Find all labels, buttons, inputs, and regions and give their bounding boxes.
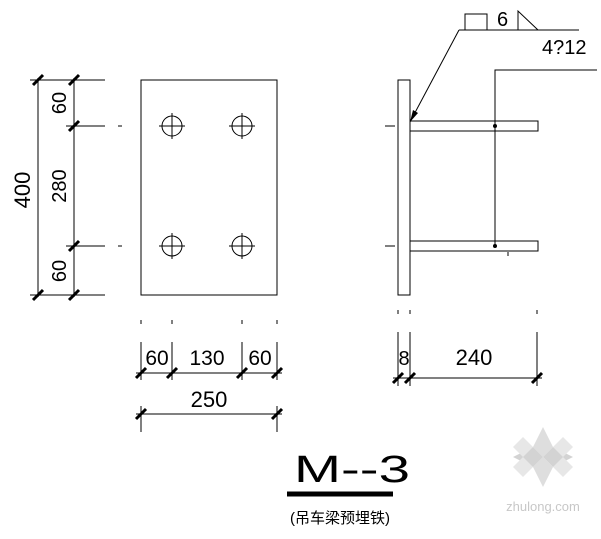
dim-total-width: 250 (191, 387, 228, 412)
anchor-bar (409, 120, 539, 132)
bolt-hole (159, 113, 185, 139)
horizontal-dimension-chain (134, 320, 284, 432)
dim-left-edge: 60 (145, 347, 168, 370)
drawing-title: M--3 (294, 449, 410, 491)
dim-right-edge: 60 (248, 347, 271, 370)
anchor-leader (494, 69, 597, 126)
watermark-logo-icon (513, 427, 573, 487)
watermark-text: zhulong.com (506, 499, 580, 514)
side-plate (397, 79, 411, 296)
bolt-hole (229, 113, 255, 139)
plan-view: 400 60 280 60 60 130 60 250 (10, 73, 284, 432)
side-view: 4?12 6 8 240 (385, 9, 597, 386)
dim-bottom-edge: 60 (49, 260, 71, 282)
plate-outline (140, 79, 278, 296)
anchor-label: 4?12 (542, 37, 587, 59)
title-block: M--3 (吊车梁预埋铁) (287, 449, 410, 527)
dim-bolt-spacing-horizontal: 130 (189, 347, 224, 370)
vertical-dimension-chain (30, 73, 122, 302)
dim-total-height: 400 (10, 172, 35, 209)
side-dimension-chain (391, 310, 544, 386)
drawing-subtitle: (吊车梁预埋铁) (290, 510, 390, 527)
bolt-hole (229, 233, 255, 259)
weld-symbol (409, 9, 579, 123)
dim-plate-thickness: 8 (398, 348, 409, 370)
weld-size: 6 (497, 9, 508, 31)
dim-bolt-spacing-vertical: 280 (49, 169, 71, 202)
watermark: zhulong.com (506, 427, 580, 514)
dim-anchor-length: 240 (456, 345, 493, 370)
anchor-bar (409, 240, 539, 252)
dim-top-edge: 60 (49, 92, 71, 114)
bolt-hole (159, 233, 185, 259)
